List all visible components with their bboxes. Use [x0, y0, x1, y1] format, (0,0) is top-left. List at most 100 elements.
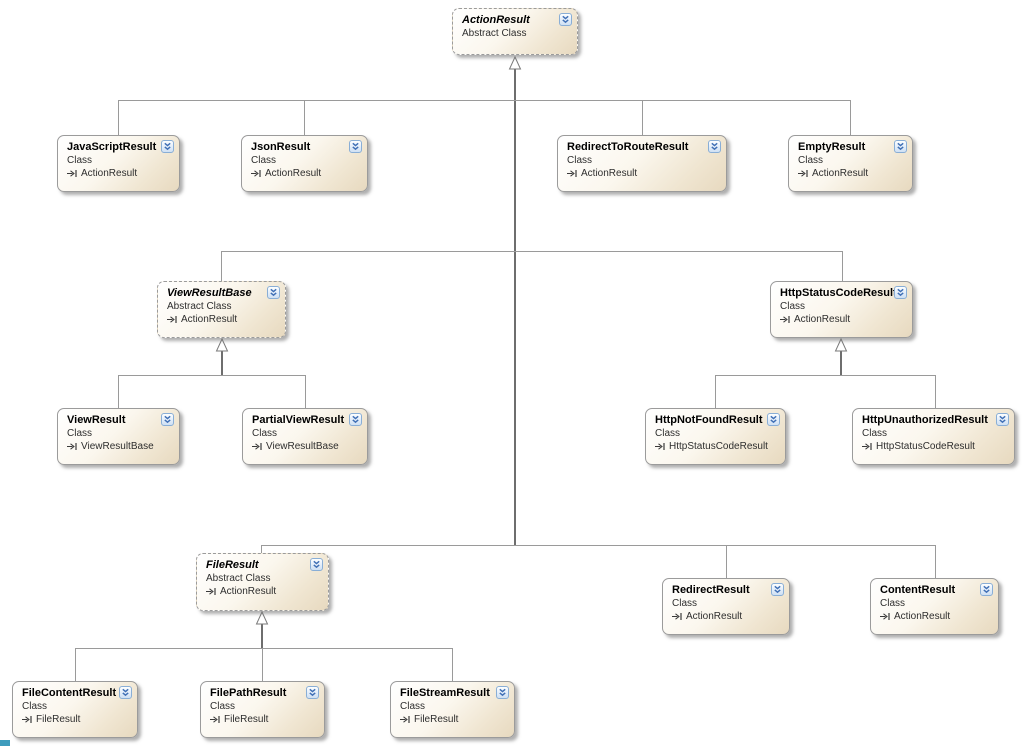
class-inherits-row: FileResult — [400, 713, 492, 726]
inherits-arrow-icon — [22, 715, 33, 724]
collapse-chevron-button[interactable] — [349, 413, 362, 426]
class-node-javascriptresult[interactable]: JavaScriptResult Class ActionResult — [57, 135, 180, 192]
double-chevron-down-icon — [562, 15, 569, 24]
class-kind-label: Abstract Class — [206, 573, 271, 584]
collapse-chevron-button[interactable] — [161, 140, 174, 153]
collapse-chevron-button[interactable] — [267, 286, 280, 299]
inherits-class-name: ActionResult — [220, 586, 277, 597]
class-kind-label: Class — [862, 428, 888, 439]
inherits-arrow-icon — [880, 612, 891, 621]
inheritance-arrowhead-icon — [255, 610, 269, 625]
inherits-class-name: ActionResult — [265, 168, 322, 179]
double-chevron-down-icon — [897, 288, 904, 297]
inherits-class-name: ActionResult — [894, 611, 951, 622]
class-kind-label: Class — [400, 701, 426, 712]
class-node-httpunauthorizedresult[interactable]: HttpUnauthorizedResult Class HttpStatusC… — [852, 408, 1015, 465]
teal-corner-marker — [0, 740, 10, 746]
class-node-httpnotfoundresult[interactable]: HttpNotFoundResult Class HttpStatusCodeR… — [645, 408, 786, 465]
collapse-chevron-button[interactable] — [496, 686, 509, 699]
class-name: JavaScriptResult — [67, 141, 157, 153]
collapse-chevron-button[interactable] — [980, 583, 993, 596]
inherits-class-name: HttpStatusCodeResult — [669, 441, 768, 452]
collapse-chevron-button[interactable] — [161, 413, 174, 426]
class-inherits-row: ActionResult — [780, 313, 890, 326]
double-chevron-down-icon — [164, 142, 171, 151]
class-node-viewresultbase[interactable]: ViewResultBase Abstract Class ActionResu… — [157, 281, 286, 338]
inheritance-connector-segment — [304, 100, 305, 135]
class-node-viewresult[interactable]: ViewResult Class ViewResultBase — [57, 408, 180, 465]
class-kind-label: Class — [67, 155, 93, 166]
double-chevron-down-icon — [122, 688, 129, 697]
class-node-filepathresult[interactable]: FilePathResult Class FileResult — [200, 681, 325, 738]
class-node-contentresult[interactable]: ContentResult Class ActionResult — [870, 578, 999, 635]
inheritance-connector-segment — [514, 69, 516, 545]
inherits-class-name: FileResult — [36, 714, 81, 725]
inheritance-connector-segment — [221, 251, 842, 252]
class-inherits-row: ViewResultBase — [67, 440, 157, 453]
class-inherits-row: HttpStatusCodeResult — [862, 440, 992, 453]
class-node-emptyresult[interactable]: EmptyResult Class ActionResult — [788, 135, 913, 192]
inherits-arrow-icon — [251, 169, 262, 178]
inheritance-connector-segment — [642, 100, 643, 135]
collapse-chevron-button[interactable] — [306, 686, 319, 699]
double-chevron-down-icon — [499, 688, 506, 697]
class-name: HttpNotFoundResult — [655, 414, 763, 426]
inherits-class-name: HttpStatusCodeResult — [876, 441, 975, 452]
class-kind-label: Class — [567, 155, 593, 166]
collapse-chevron-button[interactable] — [708, 140, 721, 153]
class-kind-label: Class — [252, 428, 278, 439]
class-kind-label: Abstract Class — [167, 301, 232, 312]
class-name: HttpUnauthorizedResult — [862, 414, 988, 426]
inherits-arrow-icon — [655, 442, 666, 451]
class-node-redirecttorouteresult[interactable]: RedirectToRouteResult Class ActionResult — [557, 135, 727, 192]
inherits-arrow-icon — [780, 315, 791, 324]
class-kind-label: Class — [251, 155, 277, 166]
class-kind-label: Class — [655, 428, 681, 439]
class-node-redirectresult[interactable]: RedirectResult Class ActionResult — [662, 578, 790, 635]
class-name: HttpStatusCodeResult — [780, 287, 897, 299]
class-node-jsonresult[interactable]: JsonResult Class ActionResult — [241, 135, 368, 192]
inheritance-connector-segment — [262, 648, 263, 681]
inherits-arrow-icon — [67, 442, 78, 451]
class-name: EmptyResult — [798, 141, 866, 153]
inheritance-connector-segment — [850, 100, 851, 135]
double-chevron-down-icon — [711, 142, 718, 151]
class-inherits-row: FileResult — [22, 713, 115, 726]
class-node-filecontentresult[interactable]: FileContentResult Class FileResult — [12, 681, 138, 738]
inheritance-connector-segment — [840, 351, 842, 375]
inheritance-connector-segment — [935, 375, 936, 408]
inherits-class-name: ActionResult — [81, 168, 138, 179]
class-name: FileContentResult — [22, 687, 117, 699]
collapse-chevron-button[interactable] — [767, 413, 780, 426]
collapse-chevron-button[interactable] — [119, 686, 132, 699]
class-node-fileresult[interactable]: FileResult Abstract Class ActionResult — [196, 553, 329, 611]
double-chevron-down-icon — [164, 415, 171, 424]
class-name: FilePathResult — [210, 687, 287, 699]
class-inherits-row: HttpStatusCodeResult — [655, 440, 768, 453]
inherits-arrow-icon — [862, 442, 873, 451]
class-name: ViewResultBase — [167, 287, 252, 299]
inherits-arrow-icon — [400, 715, 411, 724]
inheritance-connector-segment — [715, 375, 716, 408]
double-chevron-down-icon — [352, 142, 359, 151]
double-chevron-down-icon — [313, 560, 320, 569]
inheritance-connector-segment — [935, 545, 936, 578]
class-node-filestreamresult[interactable]: FileStreamResult Class FileResult — [390, 681, 515, 738]
inheritance-connector-segment — [261, 545, 935, 546]
double-chevron-down-icon — [999, 415, 1006, 424]
collapse-chevron-button[interactable] — [559, 13, 572, 26]
class-node-partialviewresult[interactable]: PartialViewResult Class ViewResultBase — [242, 408, 368, 465]
collapse-chevron-button[interactable] — [771, 583, 784, 596]
collapse-chevron-button[interactable] — [894, 286, 907, 299]
collapse-chevron-button[interactable] — [894, 140, 907, 153]
class-node-httpstatuscoderesult[interactable]: HttpStatusCodeResult Class ActionResult — [770, 281, 913, 338]
double-chevron-down-icon — [309, 688, 316, 697]
class-inherits-row: ActionResult — [251, 167, 345, 180]
collapse-chevron-button[interactable] — [996, 413, 1009, 426]
collapse-chevron-button[interactable] — [310, 558, 323, 571]
class-inherits-row: ActionResult — [672, 610, 767, 623]
double-chevron-down-icon — [897, 142, 904, 151]
collapse-chevron-button[interactable] — [349, 140, 362, 153]
class-kind-label: Class — [672, 598, 698, 609]
class-node-actionresult[interactable]: ActionResult Abstract Class — [452, 8, 578, 55]
